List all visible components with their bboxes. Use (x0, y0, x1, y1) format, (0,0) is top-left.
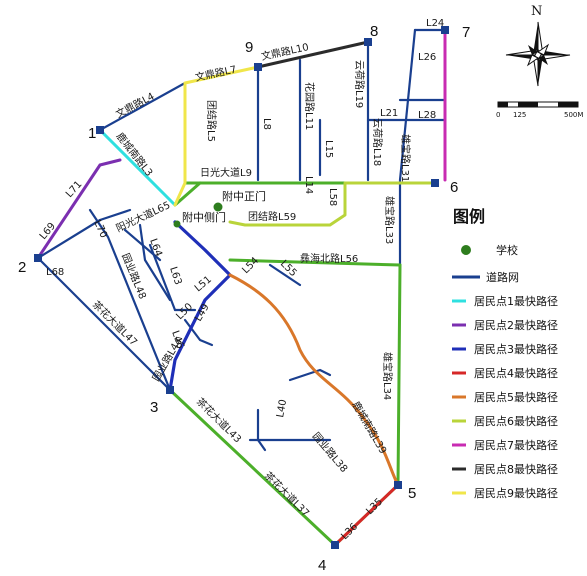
road-label: 茶花大道L47 (90, 298, 140, 348)
road-label: L64 (147, 237, 164, 258)
legend-item-label: 学校 (496, 243, 518, 257)
legend-item-label: 居民点6最快路径 (474, 415, 558, 428)
route-resident-2 (36, 158, 122, 260)
route-resident-3 (168, 220, 232, 392)
road-label: 云荷路L19 (353, 60, 366, 108)
road-label: 彝海北路L56 (300, 252, 358, 265)
node-3-marker (166, 386, 174, 394)
legend-school-swatch (461, 245, 471, 255)
road-label: L8 (261, 118, 272, 130)
node-8-marker (364, 38, 372, 46)
route-resident-5 (228, 273, 400, 487)
node-4-label: 4 (318, 557, 326, 574)
legend-item-label: 居民点2最快路径 (474, 319, 558, 332)
north-label: N (531, 4, 542, 19)
scale-bar: 0 125 500M (496, 101, 583, 119)
node-9-label: 9 (245, 39, 253, 56)
road-label: 鹿城南路L3 (114, 130, 156, 179)
road-label: L28 (418, 110, 436, 121)
road-label: 阳光大道L65 (114, 198, 172, 234)
road-label: 雄宝路L31 (399, 134, 412, 182)
node-7-marker (441, 26, 449, 34)
road-label: 茶花大道L37 (262, 469, 312, 519)
node-4-marker (331, 541, 339, 549)
node-6-label: 6 (450, 179, 458, 196)
route-resident-6 (228, 181, 437, 227)
route-resident-9 (173, 65, 260, 207)
node-2-label: 2 (18, 259, 26, 276)
school-side-gate-dot (173, 220, 181, 228)
road-label: L50 (174, 301, 195, 322)
scale-label: 500M (564, 111, 583, 119)
legend-item-label: 道路网 (486, 270, 519, 284)
road-label: 团结路L59 (248, 210, 296, 223)
road-label: L21 (380, 108, 398, 119)
road-label: L70 (91, 219, 109, 240)
legend-item-label: 居民点9最快路径 (474, 487, 558, 500)
road-label: L68 (46, 267, 64, 278)
node-1-label: 1 (88, 125, 96, 142)
legend-item-label: 居民点8最快路径 (474, 463, 558, 476)
legend-item-label: 居民点4最快路径 (474, 367, 558, 380)
node-1-marker (96, 126, 104, 134)
scale-label: 125 (513, 111, 526, 119)
road-label: L54 (240, 255, 261, 276)
road-label: 文鼎路L4 (113, 89, 156, 120)
node-5-label: 5 (408, 485, 416, 502)
legend: 图例 学校 道路网 居民点1最快路径 居民点2最快路径 居民点3最快路径 居民点… (452, 207, 558, 500)
road-label: 雄宝路L34 (381, 352, 394, 400)
road-label: 文鼎路L7 (194, 62, 238, 83)
road-label: 团结路L5 (205, 100, 218, 142)
route-resident-1 (98, 128, 177, 207)
node-3-label: 3 (150, 399, 158, 416)
legend-item-label: 居民点5最快路径 (474, 391, 558, 404)
node-2-marker (34, 254, 42, 262)
node-6-marker (431, 179, 439, 187)
node-5-marker (394, 481, 402, 489)
north-arrow-icon (505, 21, 571, 87)
legend-title: 图例 (453, 207, 485, 226)
school-main-gate-dot (213, 202, 223, 212)
road-network (36, 28, 447, 452)
node-7-label: 7 (462, 24, 470, 41)
road-label: 雄宝路L33 (383, 196, 396, 244)
road-label: L69 (38, 221, 58, 242)
legend-item-label: 居民点3最快路径 (474, 343, 558, 356)
road-label: L51 (193, 274, 214, 294)
node-8-label: 8 (370, 23, 378, 40)
legend-item-label: 居民点1最快路径 (474, 295, 558, 308)
road-label: L26 (418, 52, 436, 63)
route-resident-4 (333, 483, 400, 547)
node-markers (34, 26, 449, 549)
main-gate-label: 附中正门 (222, 189, 266, 203)
road-label: 日光大道L9 (200, 166, 252, 179)
node-9-marker (254, 63, 262, 71)
road-label: L63 (167, 266, 183, 287)
road-label: L15 (323, 140, 334, 158)
side-gate-label: 附中侧门 (182, 210, 226, 224)
road-label: 园业路L44 (149, 335, 184, 383)
road-label: L24 (426, 18, 444, 29)
road-label: L14 (303, 176, 314, 194)
road-label: L58 (327, 188, 338, 206)
route-resident-8 (256, 40, 370, 69)
green-routes (168, 181, 437, 547)
road-label: 花园路L11 (303, 82, 316, 130)
road-label: 园业路L38 (310, 430, 351, 475)
road-label: L40 (275, 399, 289, 419)
legend-item-label: 居民点7最快路径 (474, 439, 558, 452)
road-label: L49 (193, 302, 212, 323)
road-label: 云荷路L18 (371, 118, 384, 166)
road-label: 鹿城南路L39 (349, 399, 389, 456)
scale-label: 0 (496, 111, 500, 119)
road-label: L71 (64, 179, 84, 200)
